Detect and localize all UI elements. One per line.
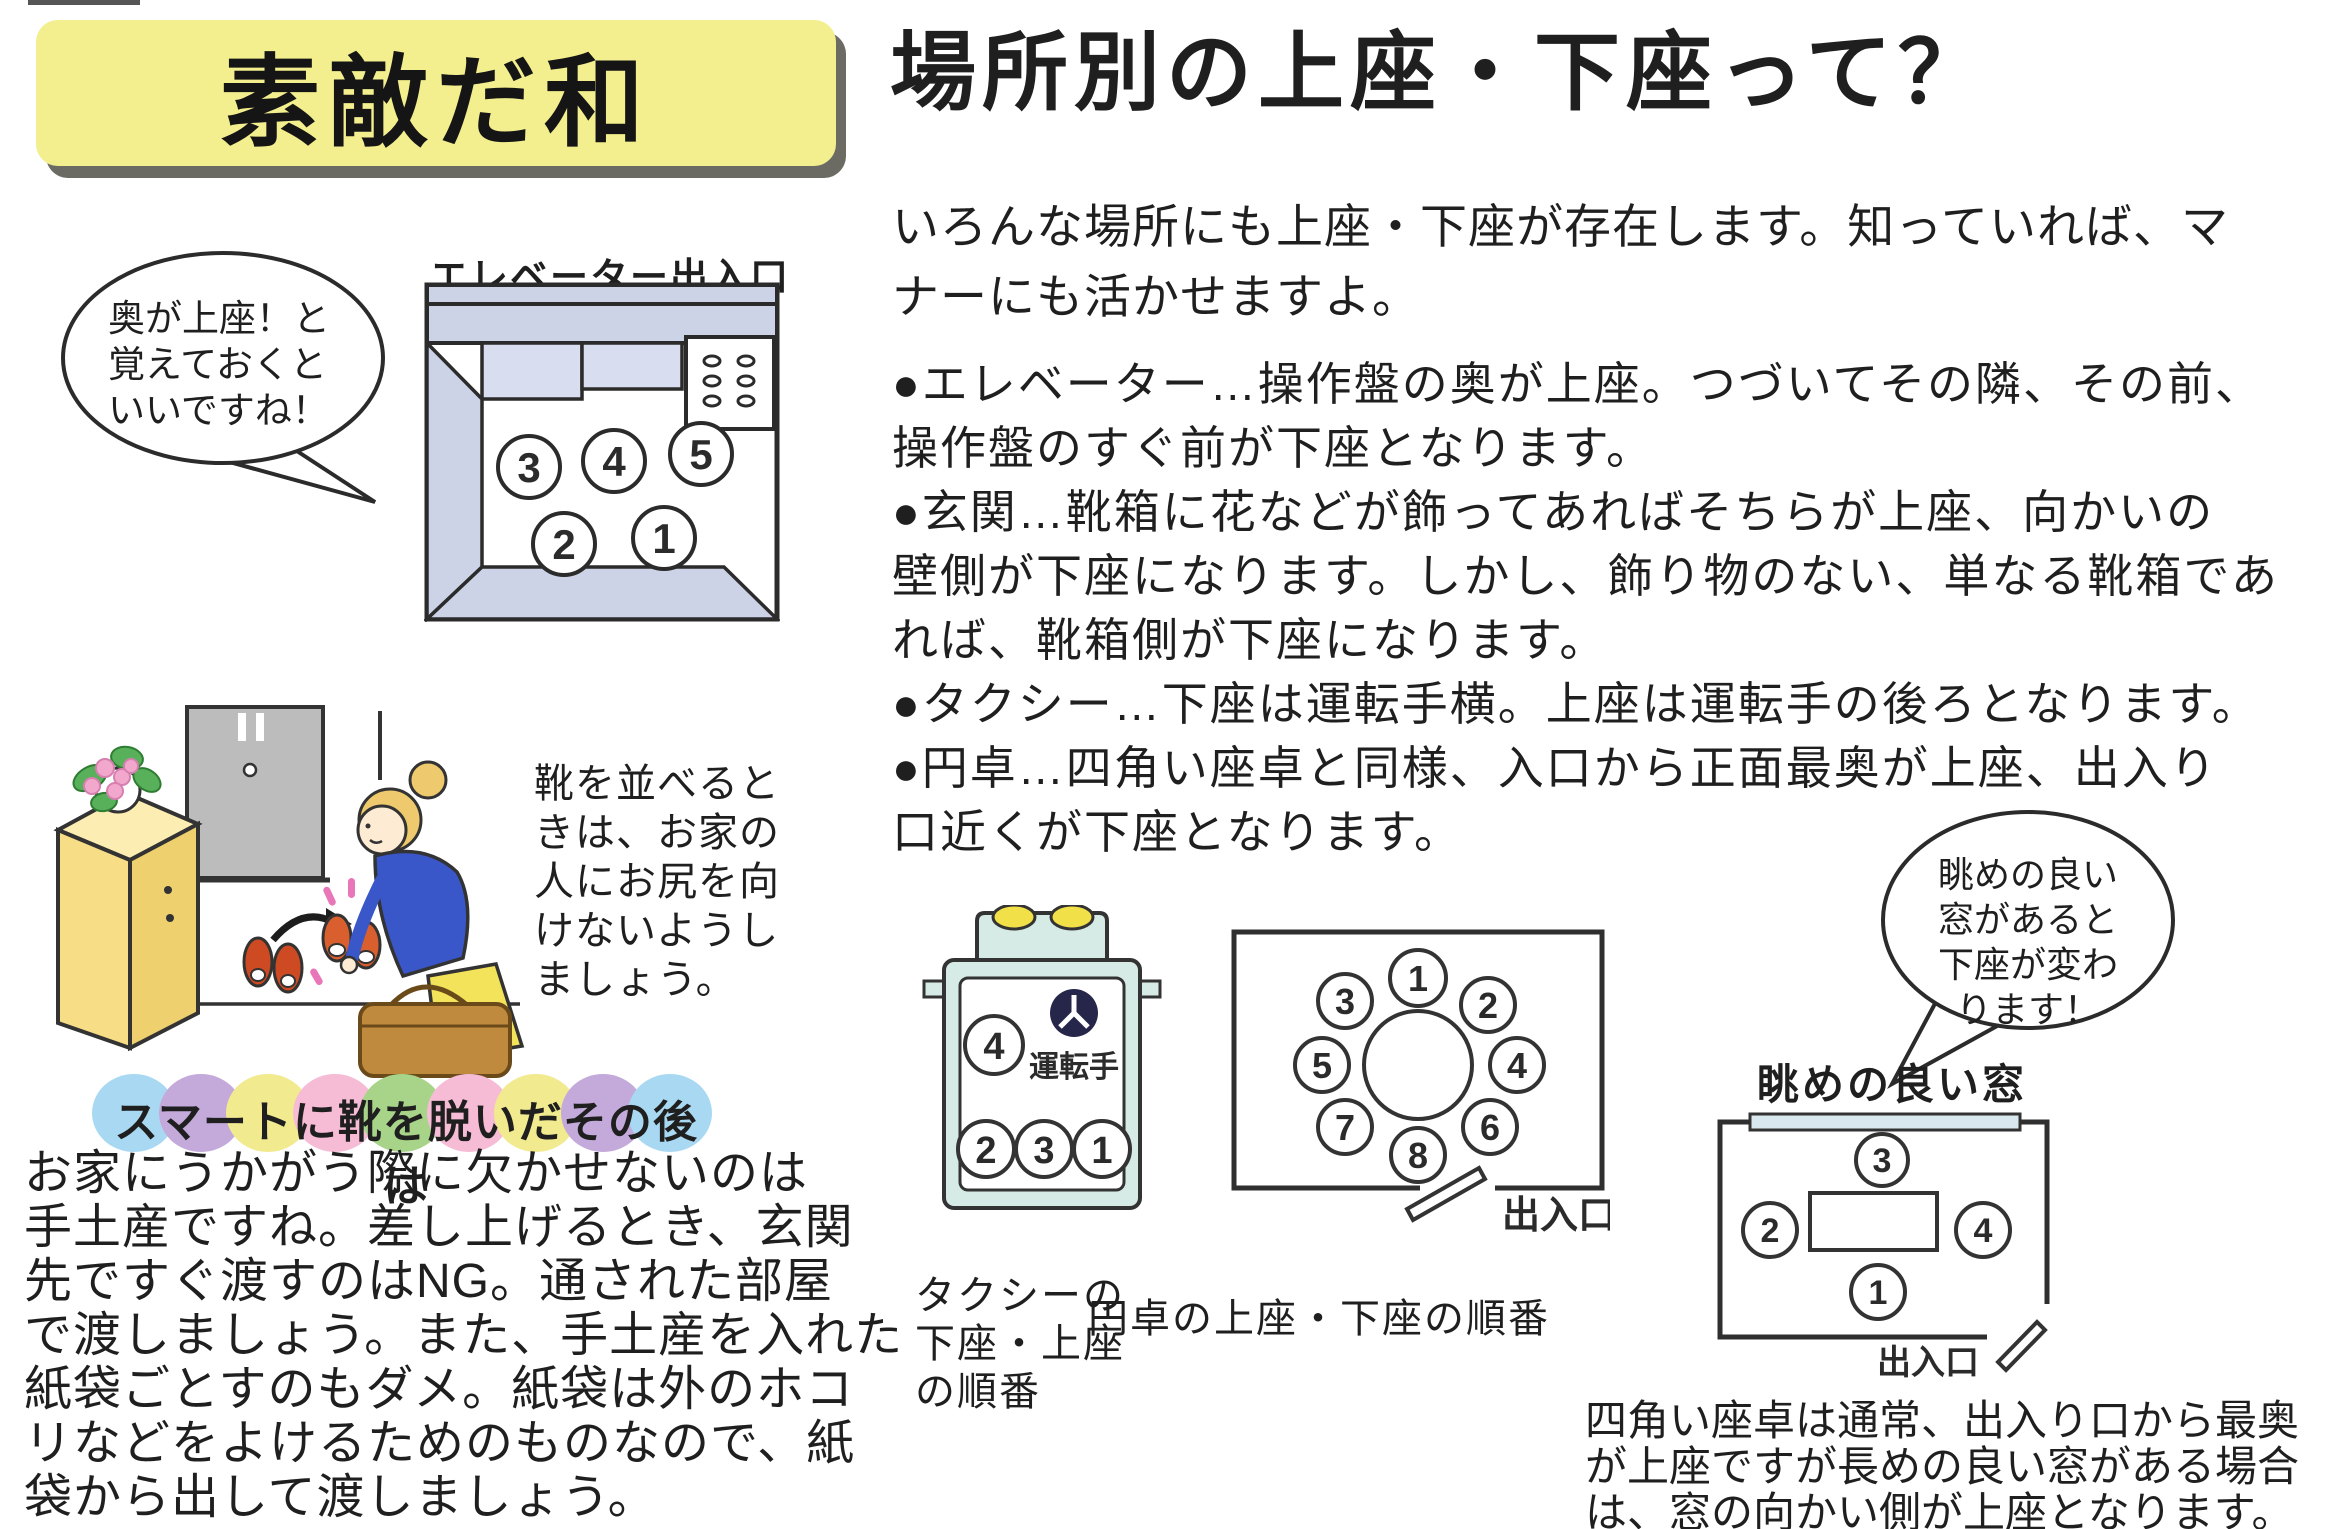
square-table-note: 四角い座卓は通常、出入り口から最奥 が上座ですが長めの良い窓がある場合 は、窓の… — [1585, 1397, 2300, 1529]
bullet-round-table: ●円卓…四角い座卓と同様、入口から正面最奥が上座、出入り 口近くが下座となります… — [892, 742, 2218, 858]
speech-bubble-right-text: 眺めの良い 窓があると 下座が変わ ります！ — [1937, 854, 2118, 1030]
window-room-diagram: 3 2 4 1 出入口 — [1717, 1112, 2050, 1382]
svg-text:2: 2 — [1761, 1212, 1780, 1250]
headlight-icon — [991, 905, 1037, 931]
svg-text:1: 1 — [652, 515, 675, 562]
elevator-diagram: 3 4 5 2 1 — [424, 282, 780, 622]
round-table-icon — [1362, 1009, 1474, 1121]
svg-text:5: 5 — [1312, 1045, 1332, 1086]
svg-text:2: 2 — [552, 521, 575, 568]
page-title: 場所別の上座・下座って？ — [890, 25, 1990, 121]
heading-ovals-decoration — [92, 1074, 717, 1152]
bullet-taxi: ●タクシー…下座は運転手横。上座は運転手の後ろとなります。 — [892, 678, 2260, 730]
series-title: 素敵だ和 — [220, 46, 652, 159]
gift-bag-icon — [358, 984, 512, 1078]
control-panel — [684, 335, 776, 431]
speech-bubble-right — [1881, 810, 2175, 1090]
svg-text:6: 6 — [1480, 1107, 1500, 1148]
bullet-genkan: ●玄関…靴箱に花などが飾ってあればそちらが上座、向かいの 壁側が下座になります。… — [892, 486, 2279, 666]
svg-text:3: 3 — [1873, 1142, 1892, 1180]
window-room-door-label: 出入口 — [1877, 1344, 1979, 1382]
window-room-seat-numbers: 3 2 4 1 — [1741, 1132, 2012, 1321]
genkan-illustration — [53, 705, 525, 1078]
svg-text:1: 1 — [1408, 958, 1428, 999]
driver-label: 運転手 — [1029, 1051, 1119, 1084]
control-panel-buttons-icon — [702, 354, 756, 408]
svg-text:2: 2 — [1478, 985, 1498, 1026]
svg-text:5: 5 — [689, 431, 712, 478]
svg-text:8: 8 — [1408, 1135, 1428, 1176]
headlight-icon — [1049, 905, 1095, 931]
window-icon — [1748, 1112, 2022, 1132]
hair-bun-icon — [408, 760, 448, 800]
svg-text:1: 1 — [1869, 1274, 1888, 1312]
round-table-caption: 円卓の上座・下座の順番 — [1088, 1297, 1550, 1341]
svg-text:3: 3 — [517, 444, 540, 491]
svg-text:3: 3 — [1033, 1130, 1054, 1172]
svg-text:4: 4 — [1507, 1045, 1527, 1086]
low-table-icon — [1808, 1191, 1939, 1252]
svg-text:7: 7 — [1335, 1107, 1355, 1148]
taxi-seat-numbers: 4 2 3 1 — [956, 1014, 1132, 1179]
window-label: 眺めの良い窓 — [1757, 1061, 2028, 1108]
svg-text:4: 4 — [1974, 1212, 1993, 1250]
sweater — [373, 849, 470, 979]
svg-text:1: 1 — [1091, 1130, 1112, 1172]
round-table-seat-numbers: 1 2 3 4 5 6 7 8 — [1293, 948, 1546, 1184]
door-swing-icon — [1995, 1319, 2048, 1373]
sub-heading: スマートに靴を脱いだその後は — [114, 1098, 698, 1211]
shoe-etiquette-note: 靴を並べると きは、お家の 人にお尻を向 けないようし ましょう。 — [534, 762, 780, 1002]
bullet-elevator: ●エレベーター…操作盤の奥が上座。つづいてその隣、その前、 操作盤のすぐ前が下座… — [892, 358, 2264, 474]
shoebox-icon — [53, 790, 203, 1052]
scan-artifact-line — [28, 0, 140, 5]
door-icon — [185, 705, 325, 880]
series-title-badge: 素敵だ和 — [36, 20, 836, 166]
svg-text:4: 4 — [983, 1026, 1004, 1068]
shoes-icon — [242, 936, 304, 994]
round-table-door-label: 出入口 — [1502, 1195, 1610, 1237]
taxi-caption: タクシーの 下座・上座 の順番 — [915, 1274, 1125, 1414]
elevator-seat-numbers: 3 4 5 2 1 — [496, 421, 734, 577]
intro-paragraph: いろんな場所にも上座・下座が存在します。知っていれば、マ ナーにも活かせますよ。 — [892, 200, 2229, 323]
door-swing-icon — [1404, 1165, 1488, 1223]
heading-oval — [628, 1074, 712, 1152]
speech-bubble-left — [61, 251, 385, 504]
temiyage-paragraph: お家にうかがう際に欠かせないのは 手土産ですね。差し上げるとき、玄関 先ですぐ渡… — [24, 1147, 904, 1524]
svg-text:2: 2 — [975, 1130, 996, 1172]
svg-text:3: 3 — [1335, 981, 1355, 1022]
taxi-diagram: 運転手 4 2 3 1 — [922, 905, 1162, 1210]
door-knob-icon — [242, 762, 258, 778]
steering-wheel-icon — [1050, 989, 1098, 1037]
round-table-diagram: 1 2 3 4 5 6 7 8 出入口 — [1231, 929, 1610, 1237]
svg-text:4: 4 — [602, 438, 626, 485]
speech-bubble-left-text: 奥が上座！と 覚えておくと いいですね！ — [108, 298, 330, 431]
bullet-list: ●エレベーター…操作盤の奥が上座。つづいてその隣、その前、 操作盤のすぐ前が下座… — [892, 352, 2279, 864]
flower-pot-icon — [72, 745, 162, 814]
